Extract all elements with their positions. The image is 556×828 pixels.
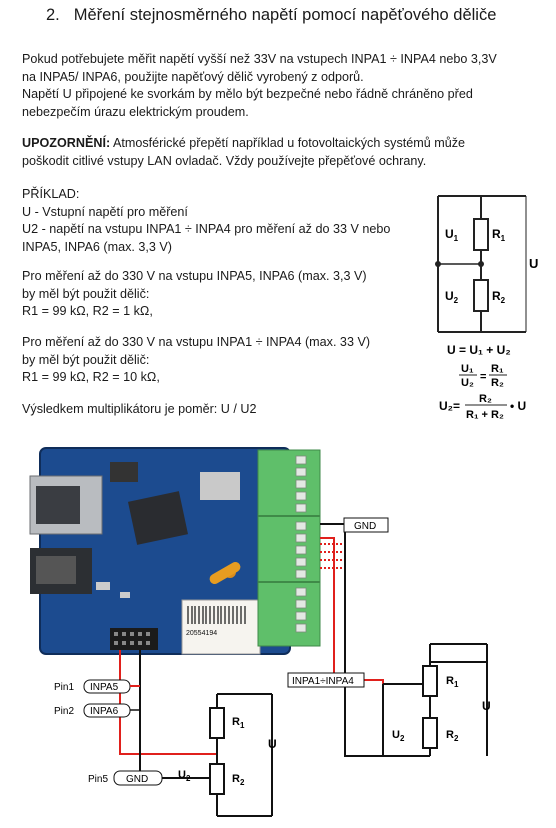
lan-controller-board: 20554194 bbox=[29, 447, 291, 655]
formula-sum: U = U₁ + U₂ bbox=[447, 343, 511, 357]
intro-line: Napětí U připojené ke svorkám by mělo bý… bbox=[22, 87, 473, 101]
r1-label: R bbox=[492, 227, 501, 241]
case-line: Pro měření až do 330 V na vstupu INPA5, … bbox=[22, 269, 367, 283]
case-line: Pro měření až do 330 V na vstupu INPA1 ÷… bbox=[22, 335, 371, 349]
svg-text:U2: U2 bbox=[445, 289, 459, 305]
example-line: INPA5, INPA6 (max. 3,3 V) bbox=[22, 239, 173, 254]
gnd-terminal-label: GND bbox=[354, 521, 376, 532]
case-330-paragraph: Pro měření až do 330 V na vstupu INPA5, … bbox=[22, 268, 367, 321]
left-u-label: U bbox=[268, 737, 277, 751]
section-number: 2. bbox=[46, 6, 60, 24]
svg-text:R2: R2 bbox=[492, 289, 506, 305]
u2-label: U bbox=[445, 289, 454, 303]
right-r1-label: R1 bbox=[446, 675, 459, 689]
pin2-label: Pin2 bbox=[54, 706, 74, 717]
u-label: U bbox=[529, 256, 538, 271]
formula-u2-left: U₂= bbox=[439, 399, 460, 413]
formula-ratio-rden: R₂ bbox=[491, 377, 504, 389]
warning-text: poškodit citlivé vstupy LAN ovladač. Vžd… bbox=[22, 153, 427, 168]
pin5-label: Pin5 bbox=[88, 774, 108, 785]
case-line: R1 = 99 kΩ, R2 = 1 kΩ, bbox=[22, 304, 153, 318]
intro-line: nebezpečím úrazu elektrickým proudem. bbox=[22, 104, 249, 119]
warning-label: UPOZORNĚNÍ: bbox=[22, 136, 111, 150]
warning-text: Atmosférické přepětí například u fotovol… bbox=[110, 136, 466, 150]
inpa6-label: INPA6 bbox=[90, 706, 119, 717]
formula-ratio-num: U₁ bbox=[461, 363, 474, 375]
section-heading: 2. Měření stejnosměrného napětí pomocí na… bbox=[46, 6, 496, 25]
warning-paragraph: UPOZORNĚNÍ: Atmosférické přepětí napříkl… bbox=[22, 135, 465, 170]
r2-resistor bbox=[473, 279, 489, 312]
inpa5-label: INPA5 bbox=[90, 682, 119, 693]
formula-u2-num: R₂ bbox=[479, 393, 492, 405]
formula-u2-den: R₁ + R₂ bbox=[466, 409, 504, 421]
formula-u2-tail: • U bbox=[510, 399, 526, 413]
intro-line: Pokud potřebujete měřit napětí vyšší než… bbox=[22, 52, 497, 66]
example-line: PŘÍKLAD: bbox=[22, 187, 80, 201]
divider-schematic: U1 R1 U2 R2 U U = U₁ + U₂ U₁ U₂ = R₁ R₂ … bbox=[435, 195, 538, 421]
formula-ratio-rnum: R₁ bbox=[491, 363, 504, 375]
u1-label: U bbox=[445, 227, 454, 241]
svg-text:=: = bbox=[480, 371, 486, 383]
wiring-diagram: 20554194 GND INPA1÷INPA4 bbox=[29, 447, 491, 817]
r1-resistor bbox=[473, 218, 489, 251]
section-title: Měření stejnosměrného napětí pomocí napě… bbox=[73, 6, 497, 24]
left-u2-label: U2 bbox=[178, 769, 191, 783]
case-33-paragraph: Pro měření až do 330 V na vstupu INPA1 ÷… bbox=[22, 334, 370, 387]
right-u2-label: U2 bbox=[392, 729, 405, 743]
intro-line: na INPA5/ INPA6, použijte napěťový dělič… bbox=[22, 69, 364, 84]
intro-paragraph: Pokud potřebujete měřit napětí vyšší než… bbox=[22, 51, 497, 121]
pin1-label: Pin1 bbox=[54, 682, 74, 693]
example-line: U2 - napětí na vstupu INPA1 ÷ INPA4 pro … bbox=[22, 222, 391, 236]
inpa-range-label: INPA1÷INPA4 bbox=[292, 676, 354, 687]
case-line: R1 = 99 kΩ, R2 = 10 kΩ, bbox=[22, 370, 160, 384]
svg-text:U1: U1 bbox=[445, 227, 459, 243]
right-u-label: U bbox=[482, 699, 491, 713]
gnd-pin-label: GND bbox=[126, 774, 148, 785]
example-paragraph: PŘÍKLAD: U - Vstupní napětí pro měření U… bbox=[22, 186, 390, 256]
terminal-block bbox=[257, 449, 321, 647]
right-r2-label: R2 bbox=[446, 729, 459, 743]
formula-ratio-den: U₂ bbox=[461, 377, 474, 389]
example-line: U - Vstupní napětí pro měření bbox=[22, 204, 188, 219]
case-line: by měl být použit dělič: bbox=[22, 286, 150, 301]
board-label-code: 20554194 bbox=[186, 630, 217, 637]
left-r2-label: R2 bbox=[232, 773, 245, 787]
result-line: Výsledkem multiplikátoru je poměr: U / U… bbox=[22, 402, 257, 416]
r2-label: R bbox=[492, 289, 501, 303]
case-line: by měl být použit dělič: bbox=[22, 352, 150, 367]
left-r1-label: R1 bbox=[232, 716, 245, 730]
svg-text:R1: R1 bbox=[492, 227, 506, 243]
